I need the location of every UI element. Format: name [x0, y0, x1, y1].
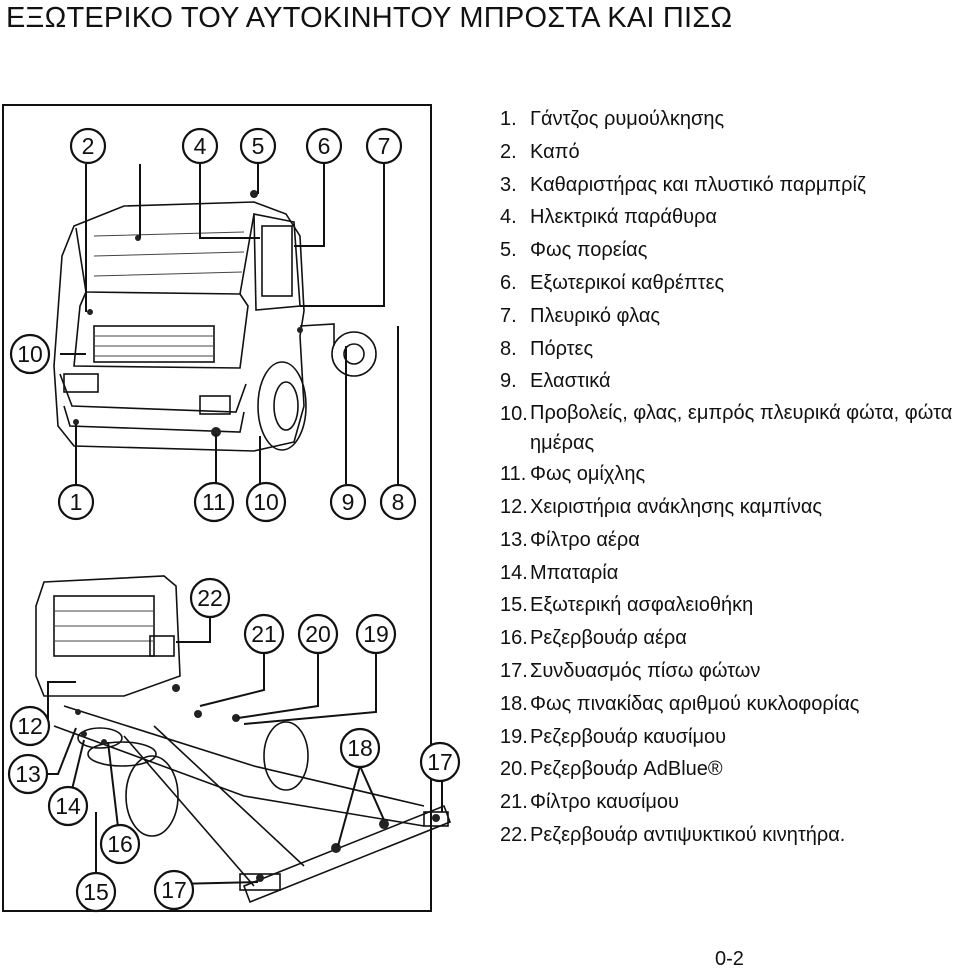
callout-15: 15	[75, 871, 117, 913]
svg-text:15: 15	[83, 879, 109, 905]
svg-text:17: 17	[161, 877, 187, 903]
svg-text:4: 4	[194, 133, 207, 159]
legend-item: 4.Ηλεκτρικά παράθυρα	[500, 206, 717, 229]
svg-text:5: 5	[252, 133, 265, 159]
front-callouts: 2 4 5 6 7 10 1 11 10 9 8	[9, 127, 417, 523]
legend-item: 22.Ρεζερβουάρ αντιψυκτικού κινητήρα.	[500, 823, 846, 846]
svg-text:21: 21	[251, 621, 277, 647]
svg-text:7: 7	[378, 133, 391, 159]
legend-item: 8.Πόρτες	[500, 337, 594, 360]
legend-item: 21.Φίλτρο καυσίμου	[500, 791, 679, 814]
svg-text:18: 18	[347, 735, 373, 761]
callout-7: 7	[365, 127, 403, 165]
legend-item: 10.Προβολείς, φλας, εμπρός πλευρικά φώτα…	[500, 402, 953, 455]
parts-legend: 1.Γάντζος ρυμούλκησης 2.Καπό 3.Καθαριστή…	[500, 103, 960, 852]
legend-item: 9.Ελαστικά	[500, 370, 611, 393]
front-leader-lines	[60, 164, 399, 484]
vehicle-diagram: 2 4 5 6 7 10 1 11 10 9 8	[7, 127, 461, 913]
svg-text:13: 13	[15, 761, 41, 787]
callout-14: 14	[47, 785, 89, 827]
callout-10-bottom: 10	[245, 481, 287, 523]
legend-item: 13.Φίλτρο αέρα	[500, 528, 640, 551]
page-title: ΕΞΩΤΕΡΙΚΟ ΤΟΥ ΑΥΤΟΚΙΝΗΤΟΥ ΜΠΡΟΣΤΑ ΚΑΙ ΠΙ…	[6, 2, 733, 34]
svg-text:14: 14	[55, 793, 81, 819]
front-truck-sketch	[53, 190, 377, 452]
callout-13: 13	[7, 753, 49, 795]
svg-text:1: 1	[70, 489, 83, 515]
svg-text:9: 9	[342, 489, 355, 515]
legend-item: 18.Φως πινακίδας αριθμού κυκλοφορίας	[500, 692, 860, 715]
legend-item: 3.Καθαριστήρας και πλυστικό παρμπρίζ	[500, 173, 866, 196]
callout-1: 1	[57, 483, 95, 521]
svg-text:16: 16	[107, 831, 133, 857]
callout-8: 8	[379, 483, 417, 521]
svg-text:10: 10	[17, 341, 43, 367]
svg-text:2: 2	[82, 133, 95, 159]
legend-item: 1.Γάντζος ρυμούλκησης	[500, 108, 725, 130]
callout-20: 20	[297, 613, 339, 655]
legend-item: 16.Ρεζερβουάρ αέρα	[500, 627, 687, 650]
legend-item: 14.Μπαταρία	[500, 561, 619, 584]
rear-callouts: 22 21 20 19 12 13 14 18 17 16 15 17	[7, 577, 461, 913]
callout-22: 22	[189, 577, 231, 619]
legend-item: 6.Εξωτερικοί καθρέπτες	[500, 271, 725, 294]
callout-18: 18	[339, 727, 381, 769]
svg-text:19: 19	[363, 621, 389, 647]
callout-9: 9	[329, 483, 367, 521]
svg-text:22: 22	[197, 585, 223, 611]
legend-item: 11.Φως ομίχλης	[500, 463, 646, 486]
legend-item: 20.Ρεζερβουάρ AdBlue®	[500, 758, 723, 781]
legend-item: 2.Καπό	[500, 140, 580, 163]
svg-text:17: 17	[427, 749, 453, 775]
callout-17-right: 17	[419, 741, 461, 783]
legend-item: 15.Εξωτερική ασφαλειοθήκη	[500, 594, 754, 617]
vehicle-diagram-frame: 2 4 5 6 7 10 1 11 10 9 8	[2, 104, 461, 913]
legend-item: 7.Πλευρικό φλας	[500, 304, 661, 327]
callout-16: 16	[99, 823, 141, 865]
legend-item: 12.Χειριστήρια ανάκλησης καμπίνας	[500, 495, 823, 518]
legend-item: 17.Συνδυασμός πίσω φώτων	[500, 659, 761, 682]
callout-12: 12	[9, 705, 51, 747]
svg-text:20: 20	[305, 621, 331, 647]
callout-19: 19	[355, 613, 397, 655]
callout-17-bottom: 17	[153, 869, 195, 911]
svg-text:10: 10	[253, 489, 279, 515]
svg-text:11: 11	[202, 489, 226, 515]
legend-item: 5.Φως πορείας	[500, 239, 648, 262]
callout-2: 2	[69, 127, 107, 165]
svg-text:12: 12	[17, 713, 43, 739]
callout-10-left: 10	[9, 333, 51, 375]
callout-21: 21	[243, 613, 285, 655]
page-number: 0-2	[715, 948, 744, 970]
svg-text:8: 8	[392, 489, 405, 515]
callout-11: 11	[193, 481, 235, 523]
callout-4: 4	[181, 127, 219, 165]
rear-chassis-sketch	[35, 575, 452, 904]
svg-text:6: 6	[318, 133, 331, 159]
callout-6: 6	[305, 127, 343, 165]
legend-item: 19.Ρεζερβουάρ καυσίμου	[500, 725, 727, 748]
callout-5: 5	[239, 127, 277, 165]
